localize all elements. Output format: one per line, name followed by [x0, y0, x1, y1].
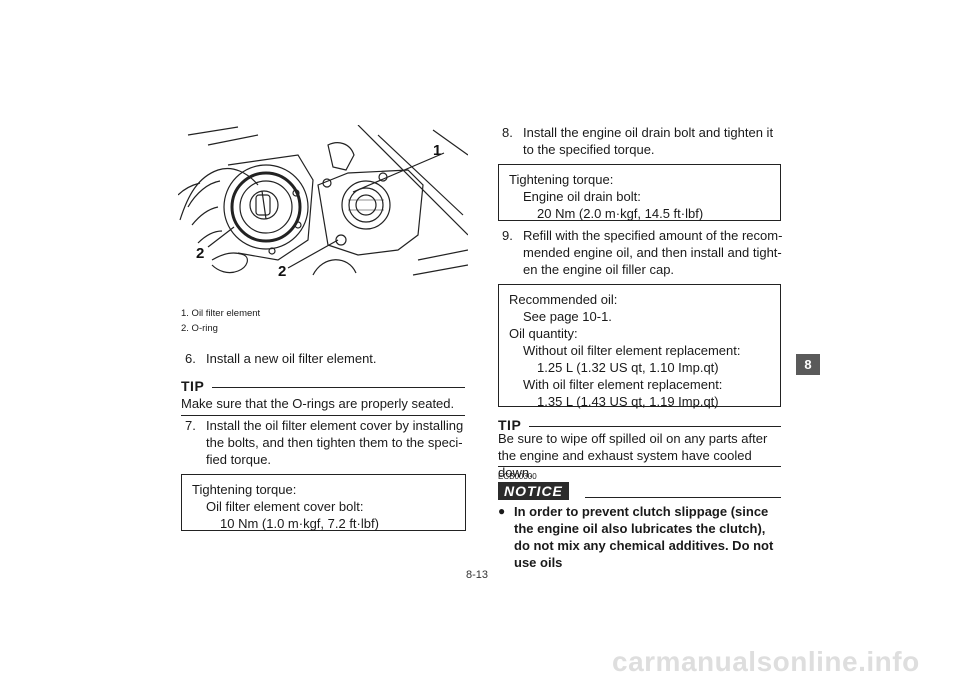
step-text: Refill with the specified amount of the …	[523, 228, 783, 277]
notice-bullet: ●	[498, 504, 506, 518]
torque-value: 20 Nm (2.0 m·kgf, 14.5 ft·lbf)	[537, 206, 704, 221]
figure-caption-1: 1. Oil filter element	[181, 308, 261, 319]
tip2-text: Be sure to wipe off spilled oil on any p…	[498, 431, 768, 480]
step-number: 6.	[185, 351, 196, 366]
oil-spec-box: Recommended oil: See page 10-1. Oil quan…	[498, 284, 781, 409]
tip-heading-2: TIP	[498, 417, 522, 433]
notice-code: ECB00300	[498, 472, 537, 481]
torque-label: Tightening torque:	[192, 482, 297, 497]
tip-text: Make sure that the O-rings are properly …	[181, 396, 455, 411]
tip-rule-top	[212, 387, 465, 388]
tip2-rule-top	[529, 426, 781, 427]
notice-badge: NOTICE	[498, 482, 569, 500]
torque-spec-box: Tightening torque: Oil filter element co…	[181, 474, 466, 531]
torque-part: Oil filter element cover bolt:	[206, 499, 364, 514]
step-number: 8.	[502, 125, 513, 140]
step-9: 9. Refill with the specified amount of t…	[502, 227, 785, 278]
torque-part: Engine oil drain bolt:	[523, 189, 641, 204]
tip2-rule-bottom	[498, 466, 781, 467]
watermark: carmanualsonline.info	[612, 646, 920, 677]
drain-torque-box: Tightening torque: Engine oil drain bolt…	[498, 164, 781, 221]
torque-value: 10 Nm (1.0 m·kgf, 7.2 ft·lbf)	[220, 516, 379, 531]
page-number: 8-13	[466, 569, 489, 581]
notice-text: In order to prevent clutch slippage (sin…	[514, 504, 774, 570]
with-filter-label: With oil filter element replacement:	[523, 377, 723, 392]
step-number: 7.	[185, 418, 196, 433]
oil-quantity-label: Oil quantity:	[509, 326, 578, 341]
with-filter-value: 1.35 L (1.43 US qt, 1.19 Imp.qt)	[537, 394, 719, 409]
tip-rule-bottom	[181, 415, 465, 416]
figure-caption-2: 2. O-ring	[181, 323, 218, 334]
step-6: 6. Install a new oil filter element.	[185, 350, 467, 367]
recommended-oil-label: Recommended oil:	[509, 292, 618, 307]
callout-1: 1	[433, 142, 441, 159]
step-text: Install the oil filter element cover by …	[206, 418, 464, 467]
step-text: Install a new oil filter element.	[206, 351, 377, 366]
chapter-tab: 8	[796, 354, 820, 375]
torque-label: Tightening torque:	[509, 172, 614, 187]
callout-2a: 2	[196, 245, 204, 262]
step-text: Install the engine oil drain bolt and ti…	[523, 125, 774, 157]
callout-2b: 2	[278, 263, 286, 280]
step-8: 8. Install the engine oil drain bolt and…	[502, 124, 785, 158]
oil-filter-drawing: 1 2 2	[177, 124, 469, 280]
without-filter-label: Without oil filter element replacement:	[523, 343, 741, 358]
without-filter-value: 1.25 L (1.32 US qt, 1.10 Imp.qt)	[537, 360, 719, 375]
notice-rule	[585, 497, 781, 498]
engine-illustration: 1 2 2	[177, 124, 469, 305]
step-number: 9.	[502, 228, 513, 243]
tip-heading: TIP	[181, 378, 205, 394]
step-7: 7. Install the oil filter element cover …	[185, 417, 467, 468]
recommended-oil-ref: See page 10-1.	[523, 309, 612, 324]
